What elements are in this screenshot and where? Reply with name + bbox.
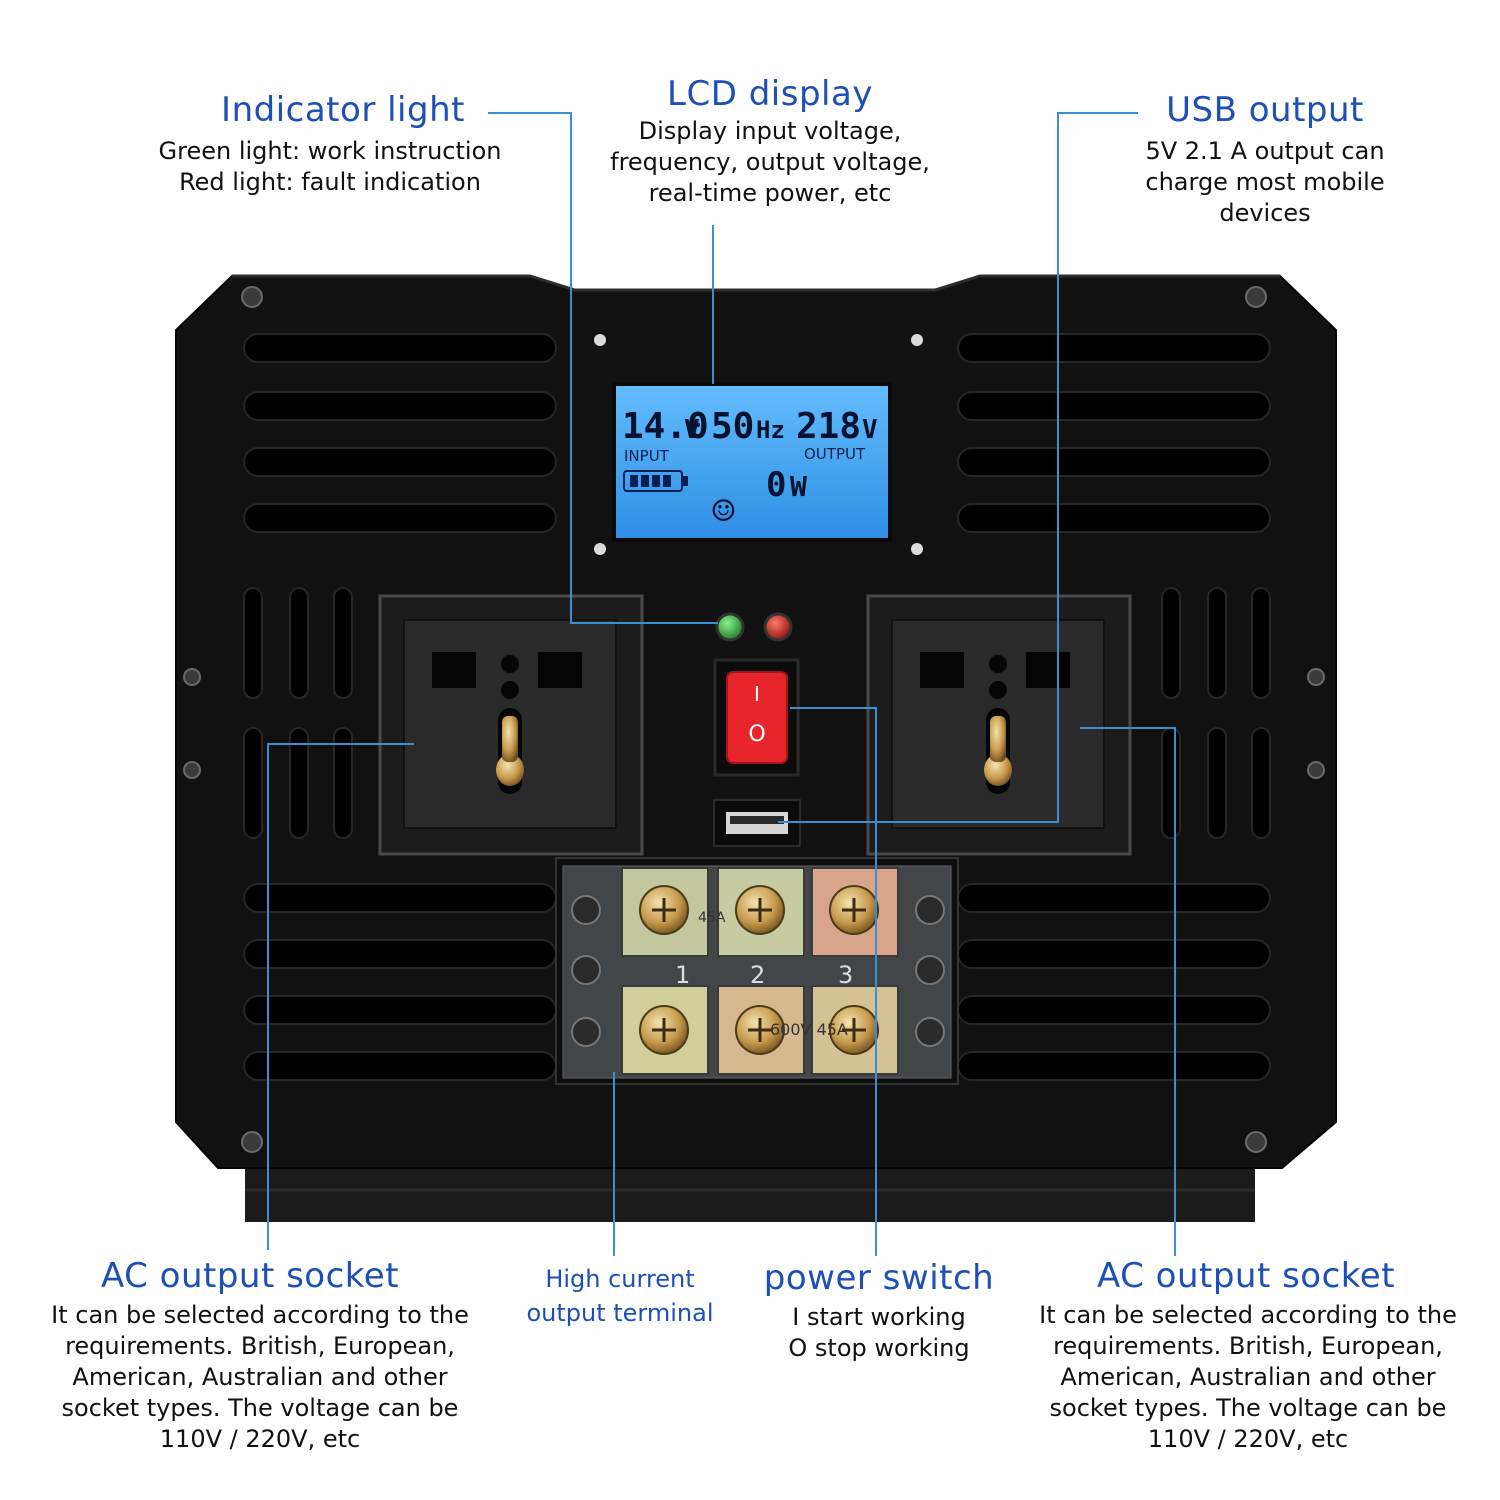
usb-output-description: 5V 2.1 A output can charge most mobile d…: [1145, 137, 1385, 227]
ac-output-socket-right-title: AC output socket: [1096, 1256, 1396, 1296]
terminal-bottom-marking: 600V 45A: [770, 1020, 848, 1039]
green-led: [715, 612, 745, 642]
ac-output-socket-right-description: It can be selected according to the requ…: [1039, 1301, 1457, 1453]
indicator-leader: [488, 112, 718, 624]
ac-socket-left: [378, 594, 644, 856]
power-leader: [790, 707, 877, 1256]
usb-leader: [778, 112, 1138, 823]
indicator-lights: [715, 612, 793, 642]
lcd-frequency: 50: [711, 406, 754, 447]
smiley-icon: ☺: [712, 489, 735, 533]
lcd-screws: [594, 334, 923, 555]
lcd-input-unit: V: [684, 415, 700, 445]
red-led: [763, 612, 793, 642]
ac-right-leader: [1080, 727, 1176, 1256]
ac-socket-right: [866, 594, 1132, 856]
lcd-power-unit: W: [790, 470, 807, 503]
lower-vents: [243, 883, 1271, 1081]
switch-on-mark: I: [754, 682, 760, 706]
lcd-output-unit: V: [862, 415, 878, 445]
leader-lines: [267, 112, 1176, 1256]
indicator-light-title: Indicator light: [221, 90, 465, 130]
lcd-frequency-unit: Hz: [756, 416, 785, 444]
battery-icon: [623, 470, 688, 492]
high-current-terminal-title: High current output terminal: [526, 1265, 714, 1327]
indicator-light-description: Green light: work instruction Red light:…: [158, 137, 502, 196]
terminal-number-3: 3: [838, 961, 853, 989]
lcd-input-label: INPUT: [624, 447, 670, 465]
terminal-number-2: 2: [750, 961, 765, 989]
usb-output-title: USB output: [1166, 90, 1364, 130]
ac-output-socket-left-description: It can be selected according to the requ…: [51, 1301, 469, 1453]
lcd-power: 0: [766, 465, 786, 505]
ac-output-socket-left-title: AC output socket: [100, 1256, 400, 1296]
switch-off-mark: O: [748, 722, 765, 747]
power-switch: I O: [713, 658, 800, 777]
lcd-display: 14.0 V 50 Hz 218 V INPUT OUTPUT ☺ 0 W: [612, 382, 892, 542]
power-switch-title: power switch: [763, 1258, 995, 1298]
terminal-block: 1 2 3 45A 600V 45A: [555, 857, 959, 1085]
lcd-output-label: OUTPUT: [804, 445, 866, 463]
ac-left-leader: [267, 743, 414, 1250]
panel-screws: [183, 286, 1325, 1153]
lcd-display-title: LCD display: [667, 74, 873, 114]
terminal-top-marking: 45A: [698, 910, 726, 926]
power-switch-description: I start working O stop working: [788, 1303, 970, 1362]
upper-vents: [243, 333, 1271, 533]
lcd-display-description: Display input voltage, frequency, output…: [610, 117, 930, 207]
terminal-number-1: 1: [675, 961, 690, 989]
lcd-output-voltage: 218: [796, 406, 861, 447]
lcd-input-voltage: 14.0: [622, 406, 709, 447]
